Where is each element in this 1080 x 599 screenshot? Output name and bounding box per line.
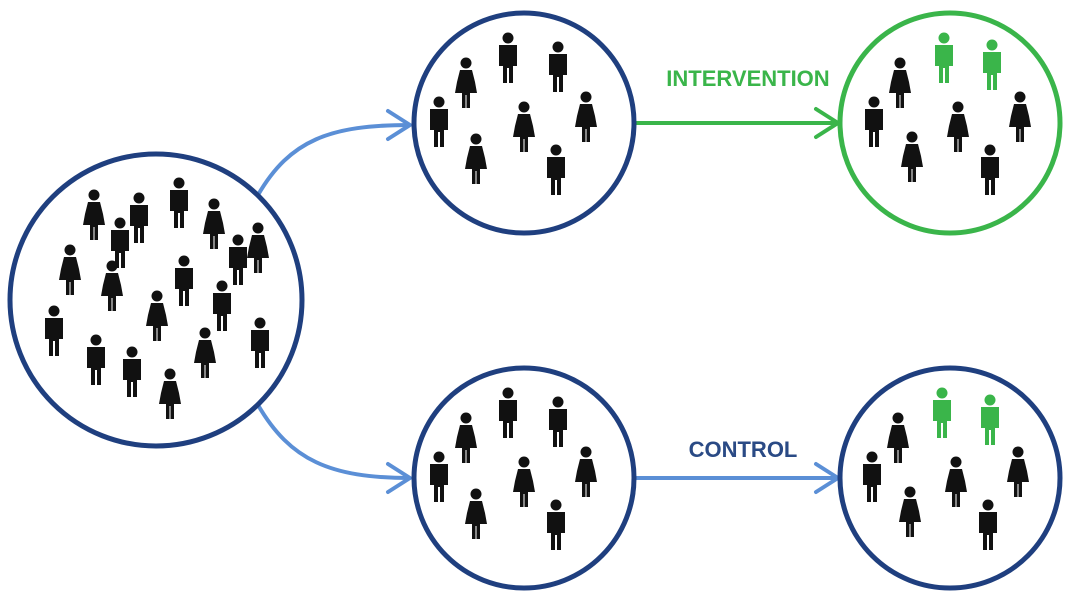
person-icon	[455, 57, 477, 108]
person-icon	[933, 387, 951, 438]
person-icon	[547, 499, 565, 550]
person-icon	[549, 41, 567, 92]
intervention-after-people	[865, 32, 1031, 195]
population-people	[45, 177, 269, 419]
person-icon	[899, 486, 921, 537]
person-icon	[430, 96, 448, 147]
person-icon	[981, 144, 999, 195]
person-icon	[865, 96, 883, 147]
person-icon	[947, 101, 969, 152]
person-icon	[983, 39, 1001, 90]
person-icon	[575, 91, 597, 142]
person-icon	[159, 368, 181, 419]
person-icon	[945, 456, 967, 507]
person-icon	[170, 177, 188, 228]
person-icon	[547, 144, 565, 195]
person-icon	[83, 189, 105, 240]
split-arrow-control-head	[386, 462, 412, 494]
person-icon	[251, 317, 269, 368]
person-icon	[146, 290, 168, 341]
control-after-people	[863, 387, 1029, 550]
split-arrow-intervention	[256, 123, 411, 197]
person-icon	[87, 334, 105, 385]
person-icon	[1007, 446, 1029, 497]
person-icon	[887, 412, 909, 463]
split-arrow-control	[256, 403, 411, 480]
person-icon	[130, 192, 148, 243]
person-icon	[247, 222, 269, 273]
person-icon	[203, 198, 225, 249]
split-arrow-intervention-head	[386, 109, 412, 141]
person-icon	[935, 32, 953, 83]
person-icon	[465, 488, 487, 539]
person-icon	[111, 217, 129, 268]
person-icon	[889, 57, 911, 108]
person-icon	[981, 394, 999, 445]
person-icon	[513, 456, 535, 507]
person-icon	[213, 280, 231, 331]
person-icon	[901, 131, 923, 182]
person-icon	[101, 260, 123, 311]
person-icon	[499, 32, 517, 83]
person-icon	[1009, 91, 1031, 142]
person-icon	[194, 327, 216, 378]
person-icon	[45, 305, 63, 356]
person-icon	[59, 244, 81, 295]
person-icon	[465, 133, 487, 184]
person-icon	[575, 446, 597, 497]
control-label: CONTROL	[689, 437, 798, 462]
person-icon	[123, 346, 141, 397]
person-icon	[979, 499, 997, 550]
control-before-people	[430, 387, 597, 550]
intervention-before-people	[430, 32, 597, 195]
person-icon	[549, 396, 567, 447]
person-icon	[229, 234, 247, 285]
person-icon	[455, 412, 477, 463]
person-icon	[430, 451, 448, 502]
person-icon	[863, 451, 881, 502]
person-icon	[499, 387, 517, 438]
intervention-label: INTERVENTION	[666, 66, 829, 91]
person-icon	[513, 101, 535, 152]
person-icon	[175, 255, 193, 306]
